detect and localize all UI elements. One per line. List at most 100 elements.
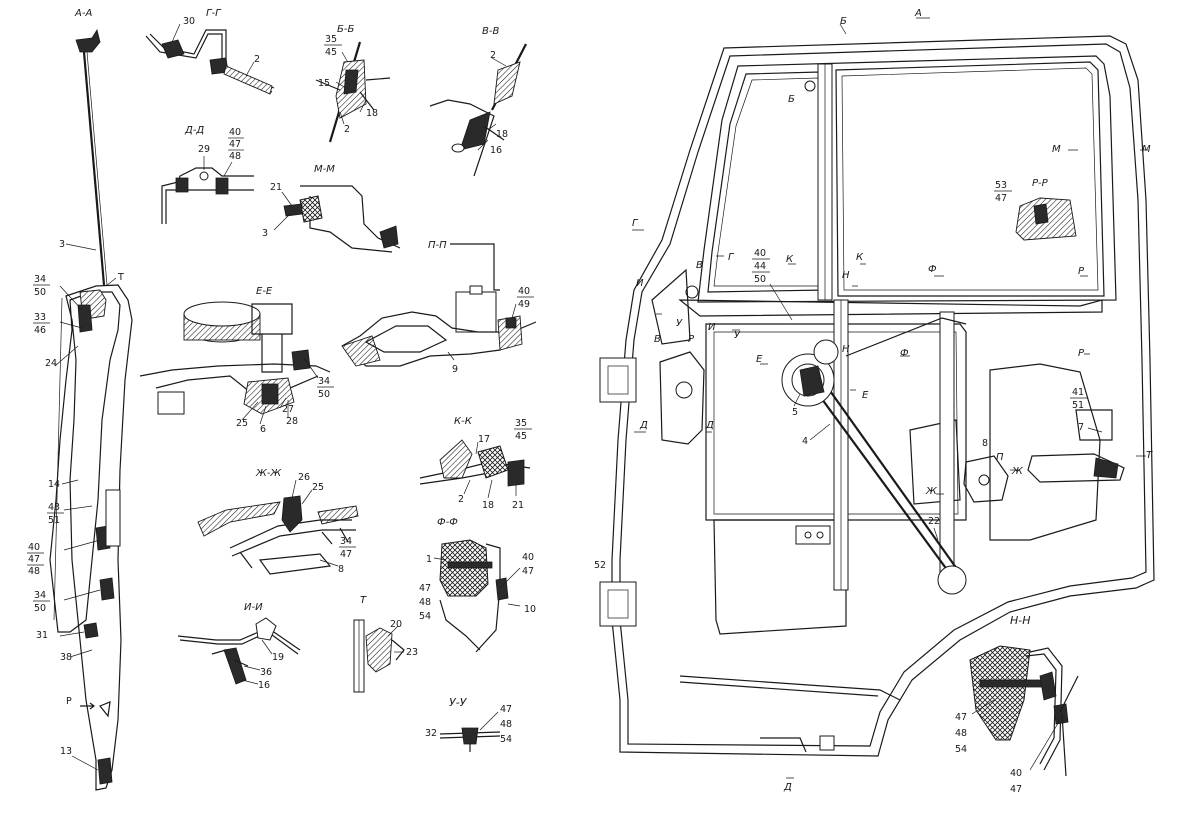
mark-K2: К [856, 252, 864, 263]
label-54b: 54 [500, 734, 512, 745]
label-21b: 21 [512, 500, 524, 511]
section-bb: Б-Б 35 45 15 18 2 [315, 24, 391, 143]
section-vv-title: В-В [482, 26, 499, 37]
label-51b: 51 [1072, 400, 1084, 411]
section-t: Т 20 23 [353, 595, 418, 693]
label-10: 10 [524, 604, 536, 615]
label-20: 20 [390, 619, 402, 630]
label-43: 43 [48, 502, 60, 513]
label-47c: 47 [522, 566, 534, 577]
section-ff-title: Ф-Ф [437, 517, 458, 528]
label-54a: 54 [419, 611, 431, 622]
label-27: 27 [282, 404, 294, 415]
label-50: 50 [34, 287, 46, 298]
label-25b: 25 [312, 482, 324, 493]
label-7: 7 [1078, 422, 1084, 433]
label-26: 26 [298, 472, 310, 483]
label-2a: 2 [254, 54, 260, 65]
label-52: 52 [594, 560, 606, 571]
label-45b: 45 [515, 431, 527, 442]
label-45a: 45 [325, 47, 337, 58]
mark-ZH2: Ж [1011, 466, 1024, 477]
door-main-view: А Б Б Г Г В В И И У У Р Р Р К К Н Н Ф Ф … [594, 8, 1155, 793]
label-47a: 47 [229, 139, 241, 150]
label-50b: 50 [34, 603, 46, 614]
label-15: 15 [318, 78, 330, 89]
section-gg-title: Г-Г [206, 8, 222, 19]
label-25a: 25 [236, 418, 248, 429]
label-28: 28 [286, 416, 298, 427]
main-glass [835, 61, 1105, 297]
label-5: 5 [792, 407, 798, 418]
label-53: 53 [995, 180, 1007, 191]
label-18c: 18 [482, 500, 494, 511]
label-48: 48 [28, 566, 40, 577]
label-54c: 54 [955, 744, 967, 755]
section-bb-title: Б-Б [337, 24, 354, 35]
mark-D3: Д [783, 782, 792, 793]
mark-D2: Д [705, 420, 714, 431]
section-pp: П-П 9 40 49 [341, 240, 537, 375]
label-40d: 40 [754, 248, 766, 259]
label-40e: 40 [1010, 768, 1022, 779]
label-21a: 21 [270, 182, 282, 193]
section-kk: К-К 35 45 17 2 18 21 [419, 416, 532, 511]
mark-R2: Р [1078, 266, 1085, 277]
label-31: 31 [36, 630, 48, 641]
label-40: 40 [28, 542, 40, 553]
mark-I: И [636, 278, 644, 289]
mark-K: К [786, 254, 794, 265]
label-T: Т [117, 272, 124, 283]
mark-U2: У [734, 330, 741, 341]
mark-N: Н [842, 270, 850, 281]
section-nn-title: Н-Н [1010, 614, 1031, 627]
section-ee-title: Е-Е [256, 286, 273, 297]
section-ii: И-И 19 36 16 [177, 602, 301, 691]
mark-B: Б [840, 16, 847, 27]
mark-G2: Г [728, 252, 735, 263]
section-nn: Н-Н 47 48 54 40 47 [955, 614, 1079, 795]
label-22: 22 [928, 516, 940, 527]
mark-P: П [996, 452, 1004, 463]
section-zhzh: Ж-Ж 26 25 34 47 8 [197, 468, 359, 575]
label-48d: 48 [955, 728, 967, 739]
top-clip [75, 28, 101, 53]
mark-T: Т [1146, 450, 1153, 461]
mark-D: Д [639, 420, 648, 431]
section-t-title: Т [360, 595, 367, 606]
section-ee: Е-Е 34 50 25 6 27 28 [139, 286, 334, 435]
mark-E: Е [756, 354, 763, 365]
mark-V: В [696, 260, 703, 271]
mark-F: Ф [928, 264, 937, 275]
label-41: 41 [1072, 387, 1084, 398]
label-47d: 47 [419, 583, 431, 594]
mark-M: М [1052, 144, 1061, 155]
label-38: 38 [60, 652, 72, 663]
label-17: 17 [478, 434, 490, 445]
label-8a: 8 [338, 564, 344, 575]
label-2c: 2 [490, 50, 496, 61]
section-aa: А-А 3 Т 34 50 33 [27, 8, 133, 791]
section-uu: У-У 32 47 48 54 [425, 696, 512, 752]
label-33: 33 [34, 312, 46, 323]
label-35b: 35 [515, 418, 527, 429]
label-30: 30 [183, 16, 195, 27]
label-13: 13 [60, 746, 72, 757]
label-4: 4 [802, 436, 808, 447]
label-47: 47 [28, 554, 40, 565]
mark-R: Р [688, 334, 695, 345]
mark-V2: В [654, 334, 661, 345]
label-1: 1 [426, 554, 432, 565]
label-51: 51 [48, 515, 60, 526]
label-34c: 34 [318, 376, 330, 387]
label-32: 32 [425, 728, 437, 739]
label-40a: 40 [229, 127, 241, 138]
label-46: 46 [34, 325, 46, 336]
label-34b: 34 [34, 590, 46, 601]
label-50d: 50 [754, 274, 766, 285]
label-P: Р [66, 696, 72, 707]
section-ff: Ф-Ф 1 40 47 10 47 48 54 [419, 517, 536, 653]
label-18b: 18 [496, 129, 508, 140]
label-44: 44 [754, 261, 766, 272]
